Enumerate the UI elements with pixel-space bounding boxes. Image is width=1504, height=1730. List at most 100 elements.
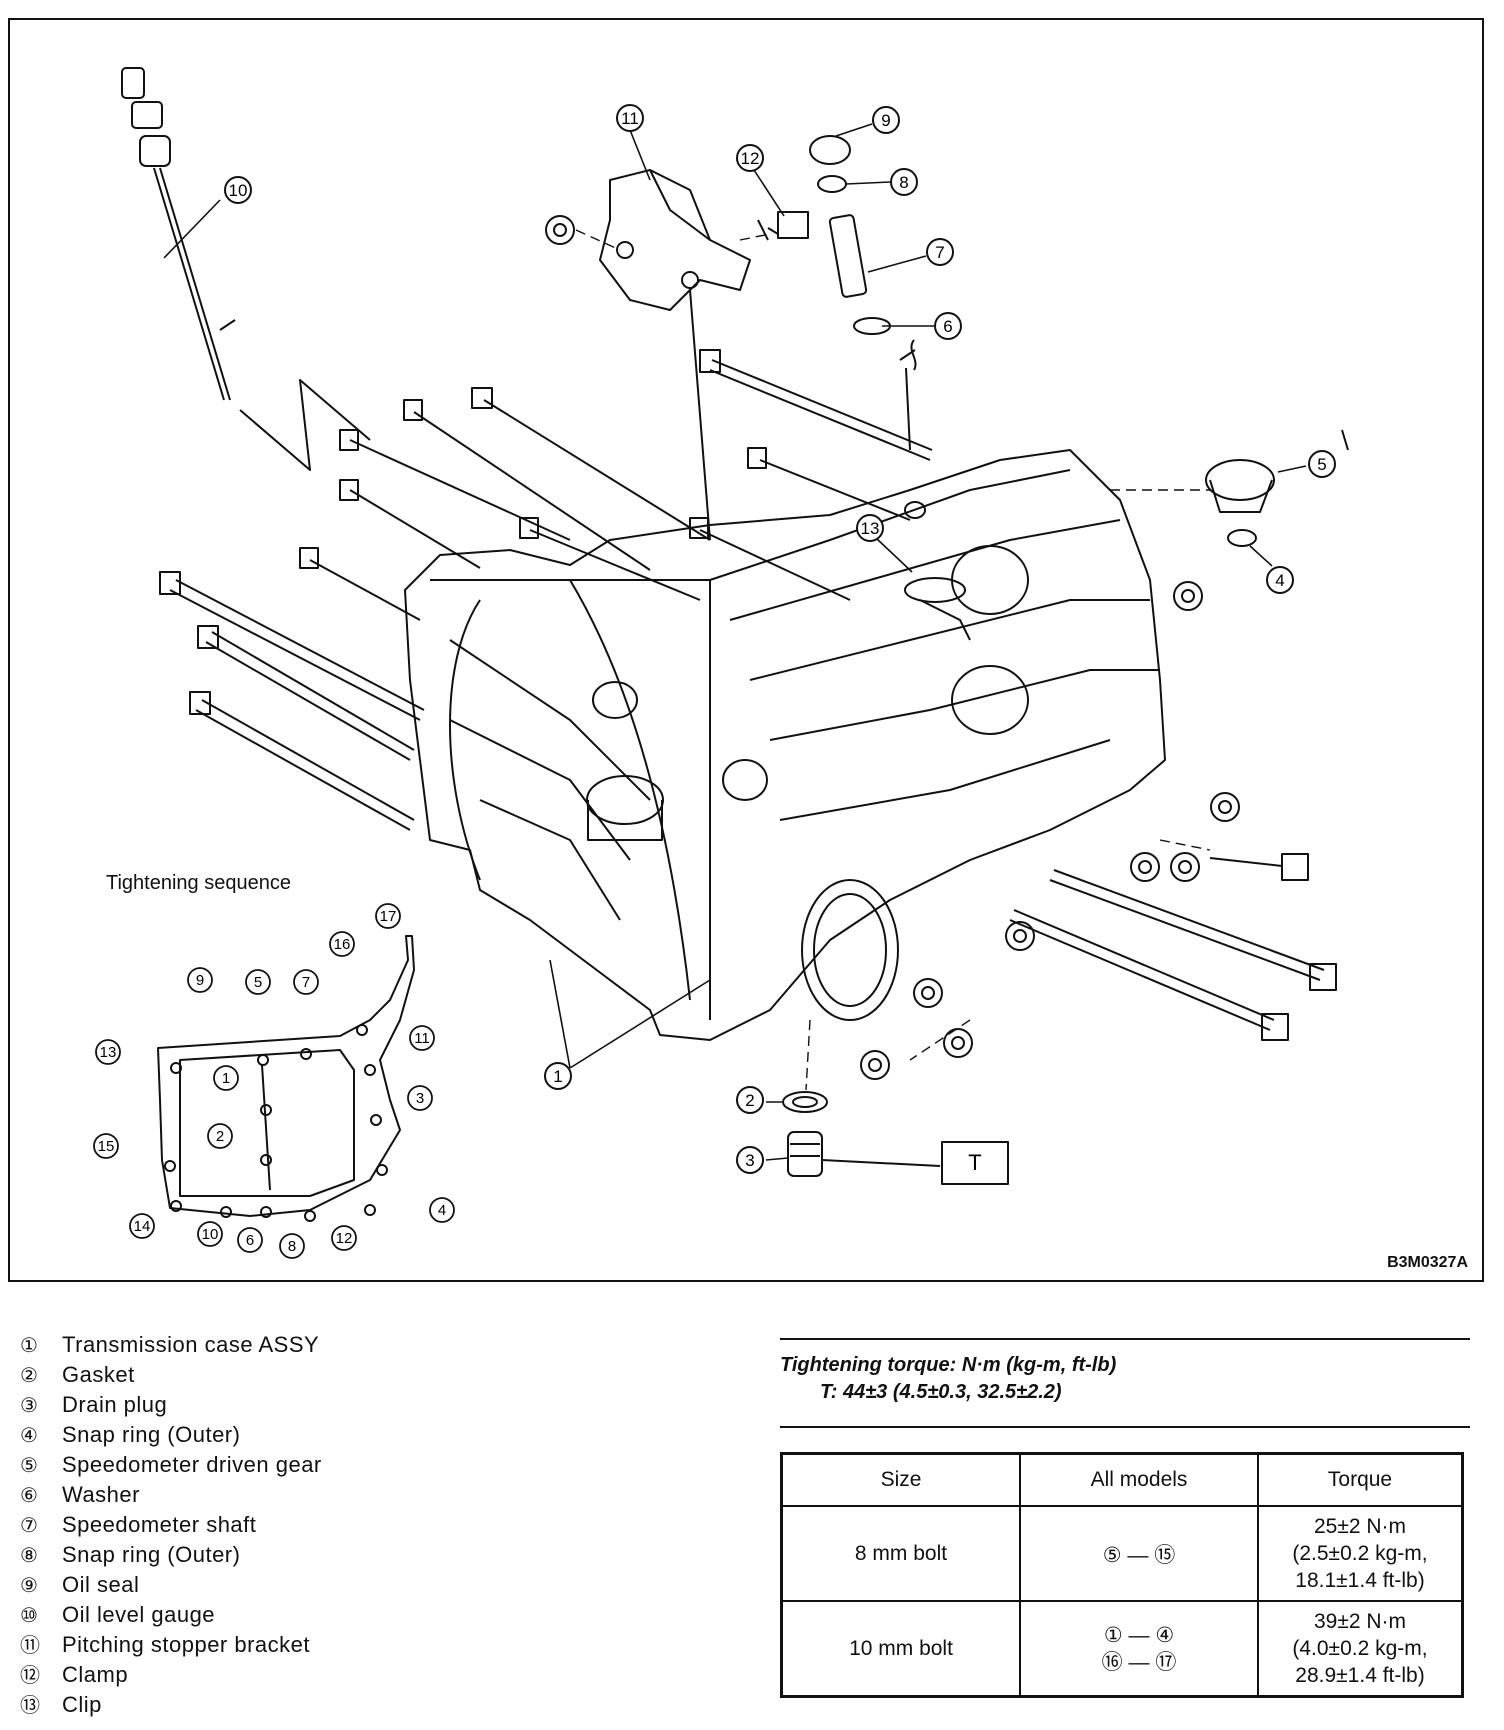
svg-text:10: 10 [229,181,248,200]
clamp [757,211,809,241]
seq-13: 13 [95,1039,121,1065]
legend-text: Transmission case ASSY [62,1332,320,1357]
legend-number: ② [20,1365,39,1387]
tightening-sequence-outline [157,935,415,1222]
legend-text: Clamp [62,1662,129,1687]
callout-5: 5 [1308,450,1336,478]
callout-12: 12 [736,144,764,172]
legend-number: ⑥ [20,1485,39,1507]
callout-11: 11 [616,104,644,132]
svg-text:9: 9 [881,111,890,130]
svg-text:4: 4 [438,1202,446,1219]
legend-number: ⑤ [20,1455,39,1477]
seq-4: 4 [429,1197,455,1223]
svg-text:6: 6 [246,1232,254,1249]
svg-text:1: 1 [222,1070,230,1087]
torque-line: (4.0±0.2 kg-m, [1292,1637,1428,1660]
callout-3: 3 [736,1146,764,1174]
svg-text:6: 6 [943,317,952,336]
callout-13: 13 [856,514,884,542]
tightening-sequence-label: Tightening sequence [106,872,291,894]
svg-text:7: 7 [302,974,310,991]
legend-text: Pitching stopper bracket [62,1632,311,1657]
svg-text:14: 14 [134,1218,151,1235]
svg-text:3: 3 [416,1090,424,1107]
nuts [545,215,1240,1080]
svg-text:4: 4 [1275,571,1284,590]
legend-text: Drain plug [62,1392,168,1417]
sequence-markers: 9 5 7 16 17 13 11 1 3 15 2 4 14 10 6 8 1… [93,903,455,1259]
svg-text:17: 17 [380,908,397,925]
legend-number: ④ [20,1425,39,1447]
legend-number: ⑩ [20,1605,39,1627]
legend-item: ⑩ Oil level gauge [20,1600,720,1630]
svg-text:13: 13 [861,519,880,538]
legend-text: Speedometer shaft [62,1512,257,1537]
legend-item: ⑧ Snap ring (Outer) [20,1540,720,1570]
exploded-view-drawing: 10 11 12 9 8 7 6 13 5 4 1 2 3 T 9 5 7 16… [93,67,1349,1259]
svg-text:7: 7 [935,243,944,262]
legend-item: ④ Snap ring (Outer) [20,1420,720,1450]
models-range: ⑤ — ⑮ [1102,1543,1176,1567]
cell-size: 8 mm bolt [780,1505,1021,1602]
legend-number: ① [20,1335,39,1357]
svg-text:5: 5 [1317,455,1326,474]
svg-text:8: 8 [899,173,908,192]
legend-text: Snap ring (Outer) [62,1542,241,1567]
oil-level-gauge [121,67,371,471]
models-range: ① — ④ [1103,1623,1175,1647]
svg-text:13: 13 [100,1044,117,1061]
svg-text:2: 2 [745,1091,754,1110]
torque-line: 39±2 N·m [1313,1610,1407,1633]
cell-models: ① — ④ ⑯ — ⑰ [1019,1600,1259,1698]
torque-line: 28.9±1.4 ft-lb) [1295,1664,1425,1687]
legend-text: Washer [62,1482,140,1507]
table-row: 8 mm bolt ⑤ — ⑮ 25±2 N·m (2.5±0.2 kg-m, … [780,1505,1464,1602]
callout-6: 6 [934,312,962,340]
svg-text:16: 16 [334,936,351,953]
legend-text: Clip [62,1692,102,1717]
seq-9: 9 [187,967,213,993]
svg-text:9: 9 [196,972,204,989]
pitching-stopper-bracket [599,169,751,541]
guide-lines [575,229,1211,1091]
svg-text:8: 8 [288,1238,296,1255]
cell-torque: 39±2 N·m (4.0±0.2 kg-m, 28.9±1.4 ft-lb) [1257,1600,1464,1698]
case-bolts [159,349,1337,1041]
svg-text:15: 15 [98,1138,115,1155]
legend-text: Oil level gauge [62,1602,216,1627]
figure-reference-code: B3M0327A [1387,1254,1468,1271]
seq-17: 17 [375,903,401,929]
seq-2: 2 [207,1123,233,1149]
table-header-row: Size All models Torque [780,1452,1464,1507]
seq-7: 7 [293,969,319,995]
cell-size: 10 mm bolt [780,1600,1021,1698]
seq-11: 11 [409,1025,435,1051]
seq-3: 3 [407,1085,433,1111]
diagram-frame: 10 11 12 9 8 7 6 13 5 4 1 2 3 T 9 5 7 16… [8,18,1484,1282]
legend-number: ⑧ [20,1545,39,1567]
seq-6: 6 [237,1227,263,1253]
seq-14: 14 [129,1213,155,1239]
torque-line: 18.1±1.4 ft-lb) [1295,1569,1425,1592]
seq-8: 8 [279,1233,305,1259]
svg-text:2: 2 [216,1128,224,1145]
header-all-models: All models [1019,1452,1259,1507]
callout-8: 8 [890,168,918,196]
seq-12: 12 [331,1225,357,1251]
torque-line: (2.5±0.2 kg-m, [1292,1542,1428,1565]
svg-text:11: 11 [414,1030,430,1047]
legend-text: Gasket [62,1362,135,1387]
legend-text: Snap ring (Outer) [62,1422,241,1447]
seq-10: 10 [197,1221,223,1247]
seq-1: 1 [213,1065,239,1091]
callout-markers: 10 11 12 9 8 7 6 13 5 4 1 2 3 T [224,104,1336,1175]
torque-title: Tightening torque: N·m (kg-m, ft-lb) [780,1354,1117,1376]
legend-item: ② Gasket [20,1360,720,1390]
